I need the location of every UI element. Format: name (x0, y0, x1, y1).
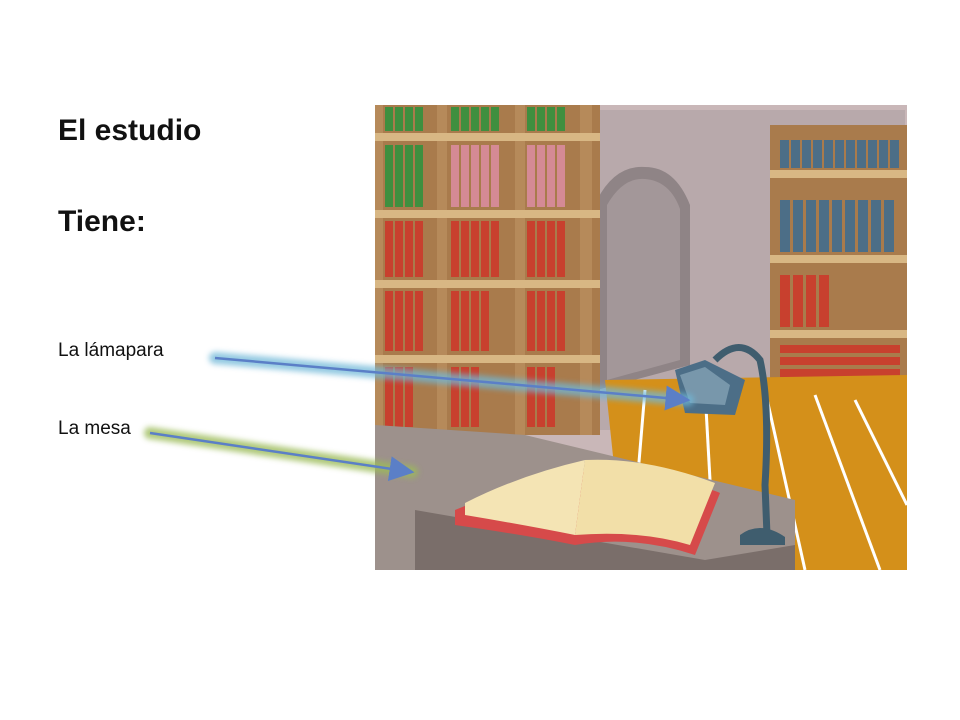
study-illustration (375, 105, 907, 570)
slide-title: El estudio (58, 114, 202, 147)
arrow-table (144, 427, 418, 482)
label-lamp: La lámapara (58, 340, 164, 361)
slide-subtitle: Tiene: (58, 205, 146, 238)
label-table: La mesa (58, 418, 131, 439)
